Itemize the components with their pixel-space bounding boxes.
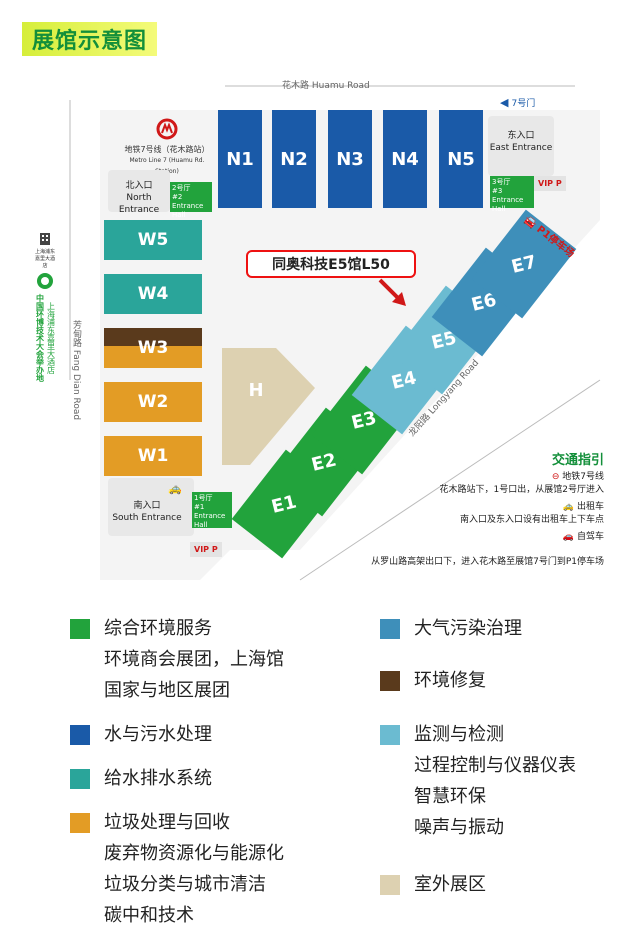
legend-outdoor-swatch — [380, 875, 400, 895]
north-entrance[interactable]: 北入口 North Entrance — [108, 170, 170, 215]
south-entrance-en: South Entrance — [112, 513, 182, 523]
legend-item: 大气污染治理 — [414, 618, 522, 639]
south-entrance[interactable]: 🚕 南入口 South Entrance — [108, 478, 194, 536]
venue-outline — [69, 85, 601, 581]
traffic-taxi-label: 出租车 — [576, 502, 604, 512]
entrance-hall-3[interactable]: 3号厅 #3 Entrance Hall — [490, 176, 534, 213]
road-huamu: 花木路 Huamu Road — [282, 81, 370, 91]
booth-callout[interactable]: 同奥科技E5馆L50 — [246, 250, 416, 278]
traffic-title: 交通指引 — [551, 453, 604, 468]
hall-n4[interactable]: N4 — [383, 110, 427, 208]
legend-green: 综合环境服务 环境商会展团，上海馆 国家与地区展团 — [70, 613, 284, 706]
east-entrance-en: East Entrance — [489, 143, 553, 153]
page-title: 展馆示意图 — [32, 29, 148, 54]
legend-item: 碳中和技术 — [104, 905, 194, 926]
legend-teal-swatch — [70, 769, 90, 789]
traffic-metro-label: 地铁7号线 — [562, 472, 604, 482]
south-vip-parking[interactable]: VIP P — [190, 542, 222, 557]
legend-orange: 垃圾处理与回收 废弃物资源化与能源化 垃圾分类与城市清洁 碳中和技术 — [70, 807, 284, 931]
hall-w1[interactable]: W1 — [104, 436, 202, 476]
car-small-icon: 🚗 — [562, 532, 575, 542]
legend-teal: 给水排水系统 — [70, 763, 212, 794]
legend-item: 垃圾分类与城市清洁 — [104, 874, 266, 895]
legend-item: 过程控制与仪器仪表 — [414, 755, 576, 776]
legend-air-swatch — [380, 619, 400, 639]
legend-item: 综合环境服务 — [104, 618, 212, 639]
traffic-metro-text: 花木路站下，1号口出，从展馆2号厅进入 — [439, 485, 604, 495]
booth-arrow-icon — [378, 278, 406, 306]
east-vip-parking[interactable]: VIP P — [534, 176, 566, 191]
legend-monitor-swatch — [380, 725, 400, 745]
legend-item: 水与污水处理 — [104, 724, 212, 745]
building-icon — [40, 233, 50, 245]
traffic-guide: 交通指引 ⊖ 地铁7号线 花木路站下，1号口出，从展馆2号厅进入 🚕 出租车 南… — [418, 454, 604, 544]
gate-7[interactable]: ◀ 7号门 — [500, 96, 535, 109]
taxi-small-icon: 🚕 — [562, 502, 575, 512]
hall-w3[interactable]: W3 — [104, 328, 202, 368]
legend-item: 智慧环保 — [414, 786, 486, 807]
legend-orange-swatch — [70, 813, 90, 833]
hall-w2[interactable]: W2 — [104, 382, 202, 422]
metro-icon — [156, 118, 178, 140]
traffic-taxi-text: 南入口及东入口设有出租车上下车点 — [459, 515, 604, 525]
taxi-icon: 🚕 — [168, 482, 182, 495]
legend-item: 废弃物资源化与能源化 — [104, 843, 284, 864]
metro-station: 地铁7号线（花木路站） Metro Line 7 (Huamu Rd. Stat… — [118, 118, 216, 177]
legend-air: 大气污染治理 — [380, 613, 522, 644]
legend-item: 垃圾处理与回收 — [104, 812, 230, 833]
legend-item: 环境修复 — [414, 670, 486, 691]
legend-brown-swatch — [380, 671, 400, 691]
legend-item: 环境商会展团，上海馆 — [104, 649, 284, 670]
hotel-sub-label: 上海浦东嘉里大酒店 — [46, 302, 56, 374]
north-entrance-en: North Entrance — [118, 193, 160, 215]
hall-n5[interactable]: N5 — [439, 110, 483, 208]
entrance-hall-2[interactable]: 2号厅 #2 Entrance Hall — [170, 182, 212, 219]
hotel-main-label: 中国环博技术大会举办地 — [35, 294, 45, 382]
north-entrance-cn: 北入口 — [125, 181, 153, 191]
legend-item: 监测与检测 — [414, 724, 504, 745]
gate-7-label: 7号门 — [511, 99, 536, 109]
south-entrance-cn: 南入口 — [133, 501, 161, 511]
hotel-logo-icon — [37, 273, 53, 289]
hotel-top-label: 上海浦东嘉里大酒店 — [34, 249, 55, 269]
legend-blue-swatch — [70, 725, 90, 745]
venue-map: 花木路 Huamu Road 芳甸路 Fang Dian Road 龙阳路 Lo… — [0, 70, 620, 590]
legend-green-swatch — [70, 619, 90, 639]
east-entrance-cn: 东入口 — [507, 131, 535, 141]
legend-item: 室外展区 — [414, 874, 486, 895]
legend-item: 噪声与振动 — [414, 817, 504, 838]
legend-item: 国家与地区展团 — [104, 680, 230, 701]
legend-item: 给水排水系统 — [104, 768, 212, 789]
legend-monitor: 监测与检测 过程控制与仪器仪表 智慧环保 噪声与振动 — [380, 719, 576, 843]
metro-line-cn: 地铁7号线（花木路站） — [124, 145, 210, 154]
hall-w4[interactable]: W4 — [104, 274, 202, 314]
hall-w5[interactable]: W5 — [104, 220, 202, 260]
metro-small-icon: ⊖ — [551, 472, 560, 482]
hall-n3[interactable]: N3 — [328, 110, 372, 208]
hall-h[interactable]: H — [248, 379, 264, 401]
hall-n1[interactable]: N1 — [218, 110, 262, 208]
hall-n2[interactable]: N2 — [272, 110, 316, 208]
traffic-car-label: 自驾车 — [576, 532, 604, 542]
east-entrance[interactable]: 东入口 East Entrance — [488, 116, 554, 176]
title-banner: 展馆示意图 — [22, 22, 158, 56]
legend-brown: 环境修复 — [380, 665, 486, 696]
entrance-hall-1[interactable]: 1号厅 #1 Entrance Hall — [192, 492, 232, 529]
arrow-left-icon: ◀ — [500, 96, 509, 109]
legend-outdoor: 室外展区 — [380, 869, 486, 900]
traffic-car-text: 从罗山路高架出口下，进入花木路至展馆7号门到P1停车场 — [371, 557, 604, 567]
hotel-marker: 上海浦东嘉里大酒店 中国环博技术大会举办地 上海浦东嘉里大酒店 — [33, 230, 57, 382]
booth-label: 同奥科技E5馆L50 — [272, 257, 390, 273]
road-fangdian: 芳甸路 Fang Dian Road — [71, 320, 81, 421]
legend-blue: 水与污水处理 — [70, 719, 212, 750]
